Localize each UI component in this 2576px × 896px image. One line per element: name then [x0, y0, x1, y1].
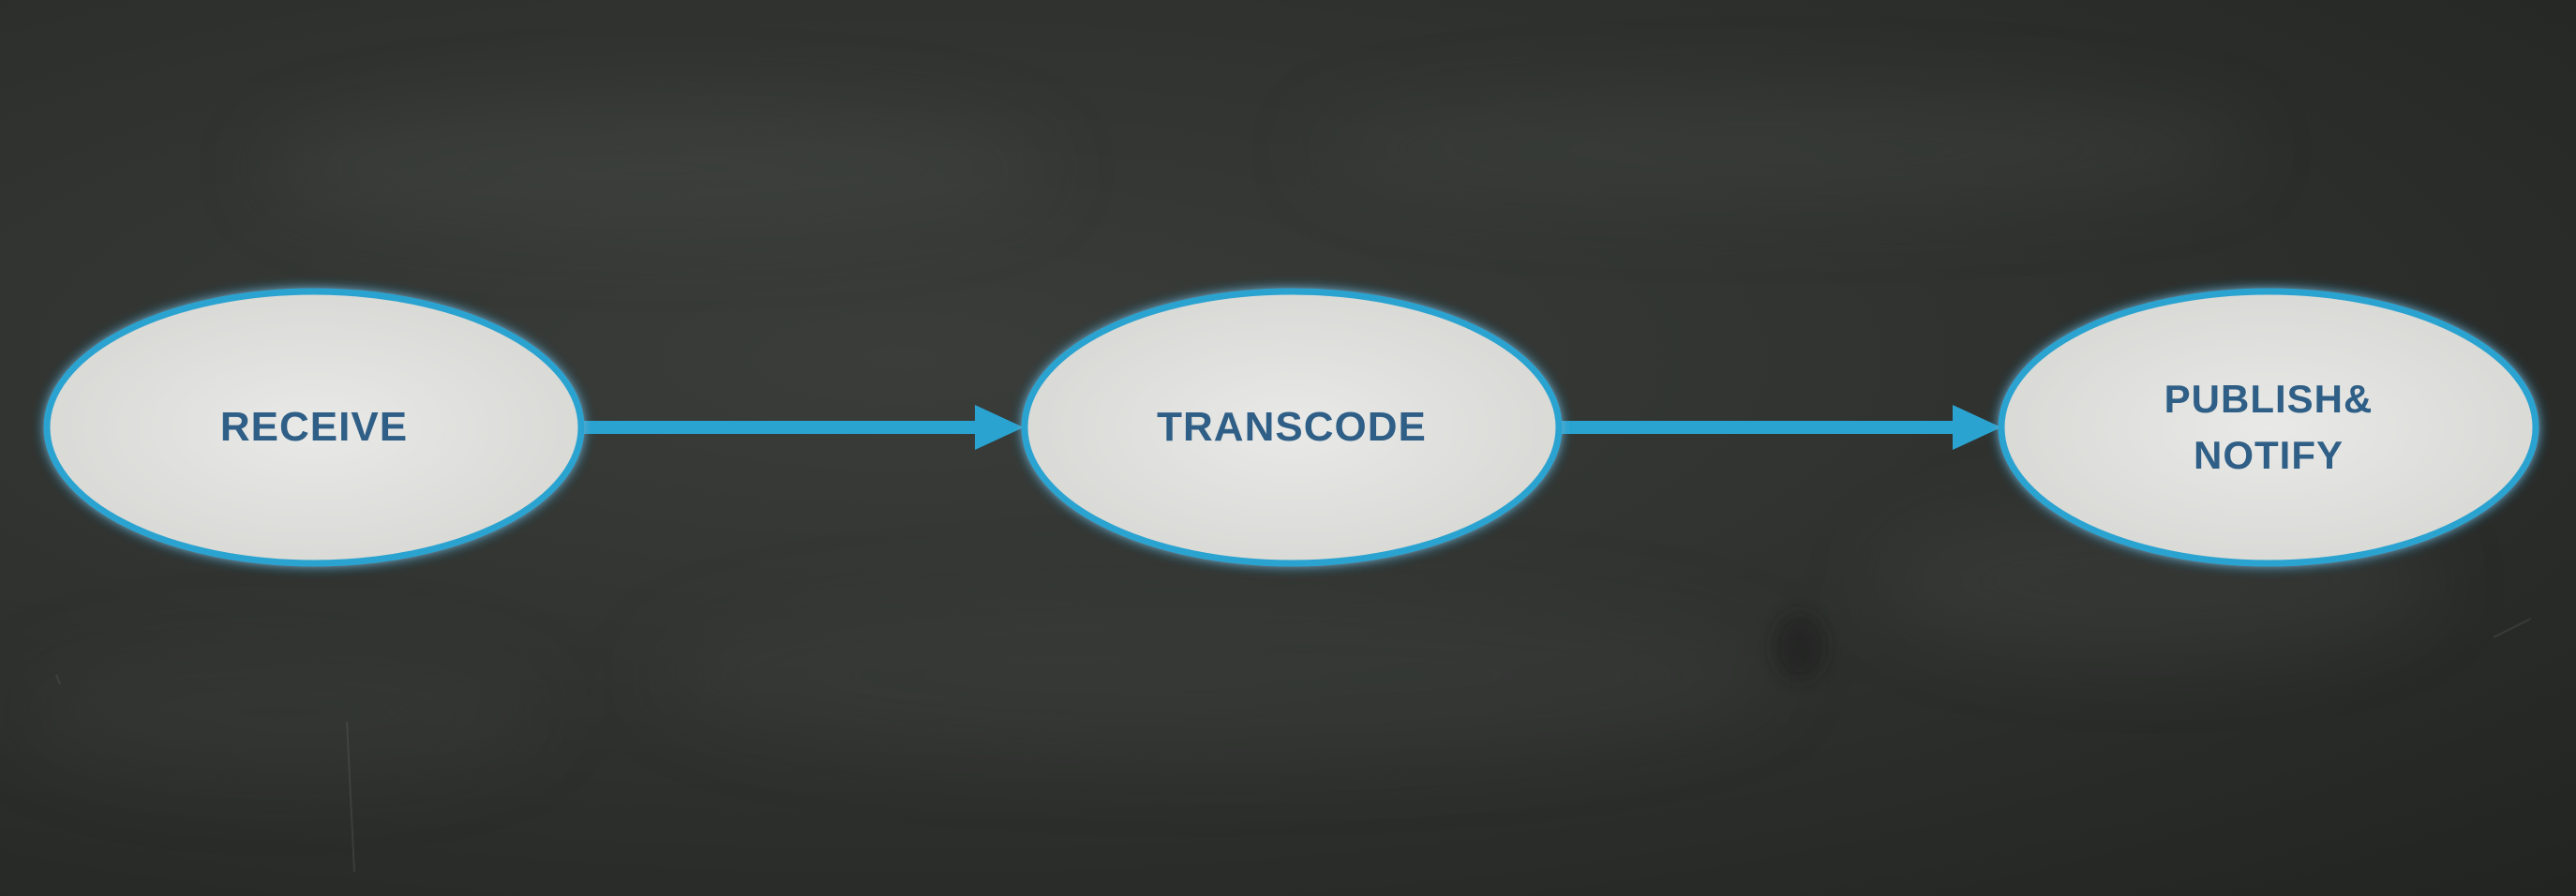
arrow-receive-to-transcode	[583, 405, 1024, 450]
arrow-transcode-to-publish	[1560, 405, 2001, 450]
node-receive-label: RECEIVE	[220, 404, 408, 450]
node-publish-notify-label-line1: PUBLISH&	[2164, 377, 2374, 421]
node-transcode: TRANSCODE	[1021, 288, 1563, 567]
node-publish-notify: PUBLISH& NOTIFY	[1998, 288, 2539, 567]
node-transcode-label: TRANSCODE	[1157, 404, 1427, 450]
node-publish-notify-label-line2: NOTIFY	[2194, 433, 2344, 477]
node-receive: RECEIVE	[43, 288, 585, 567]
